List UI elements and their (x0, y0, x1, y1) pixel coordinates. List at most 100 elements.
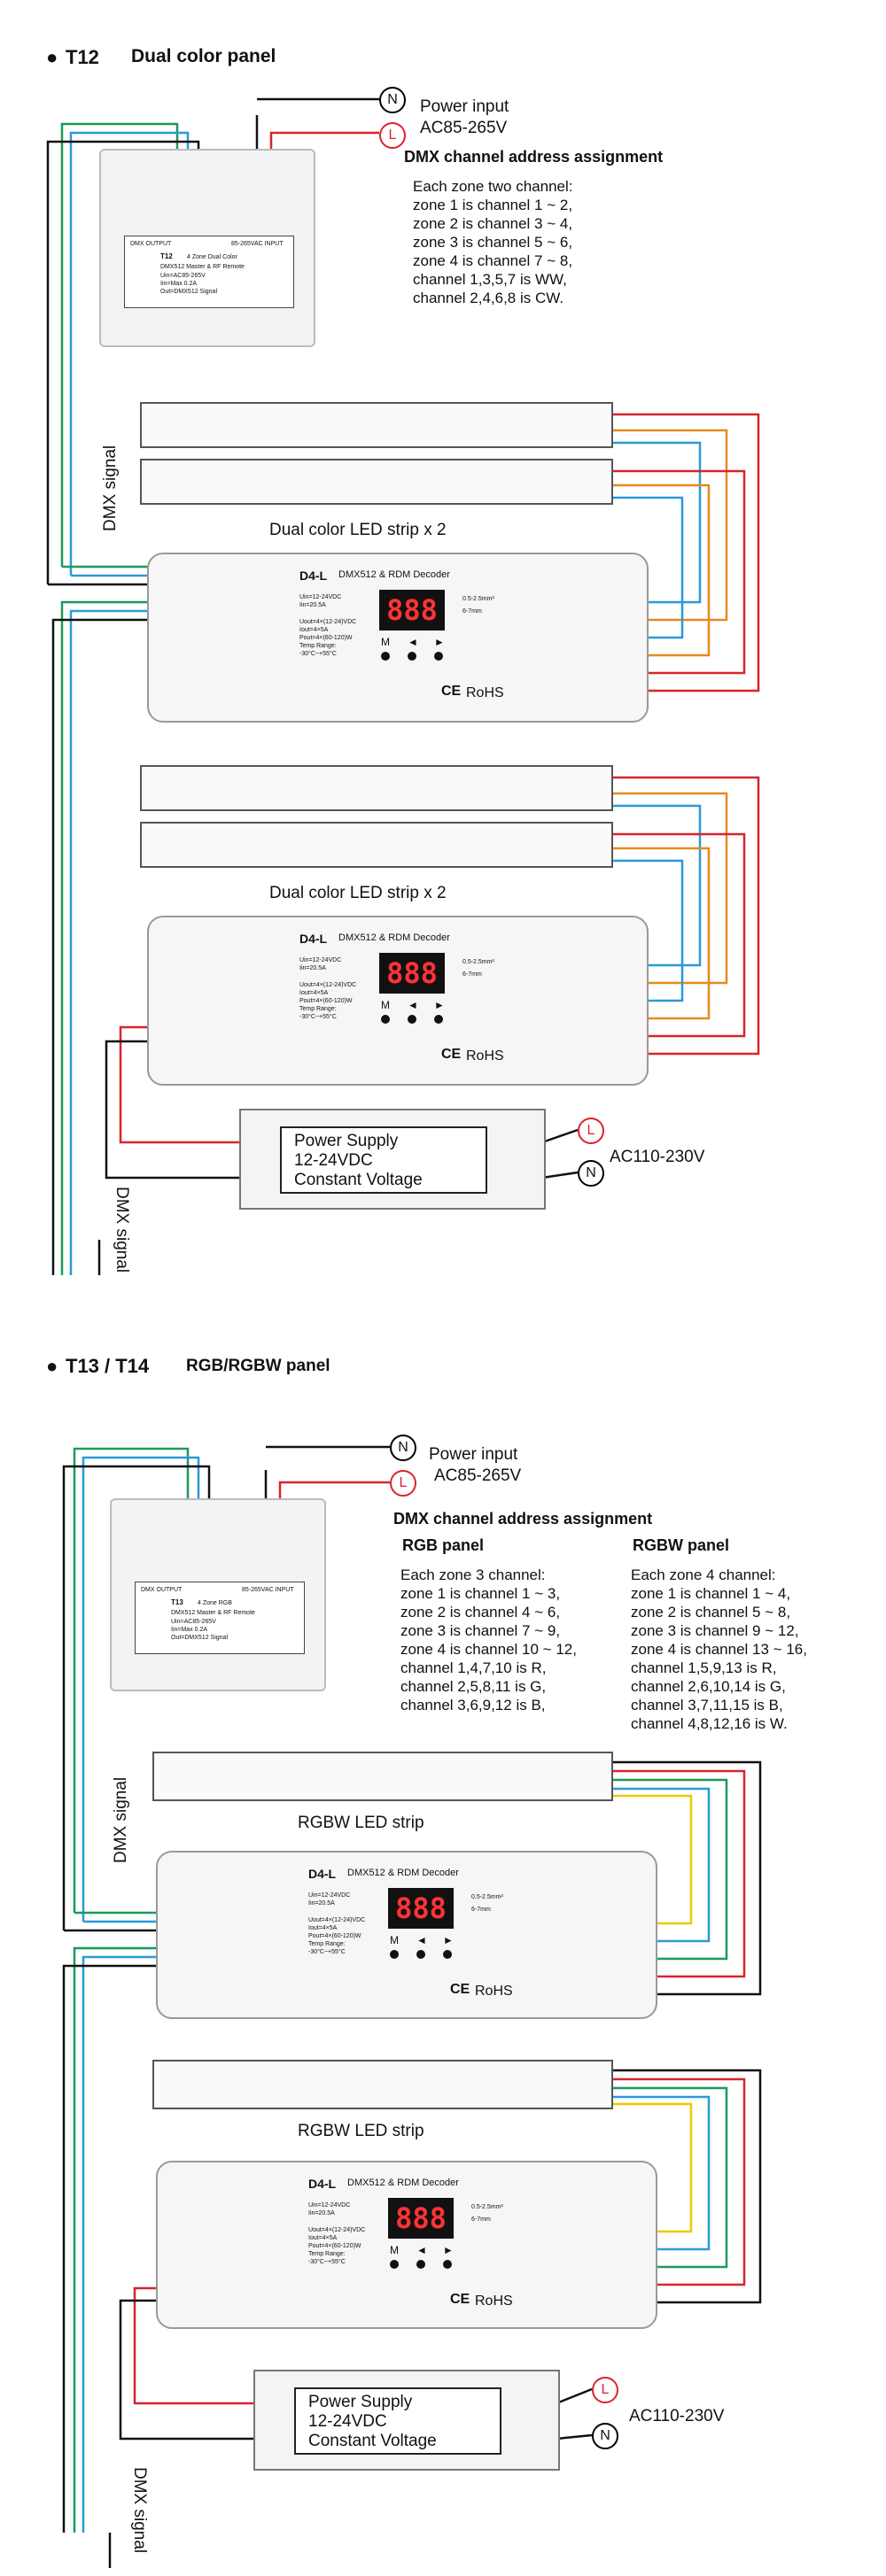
output-wire (585, 847, 711, 1020)
led-strip (140, 765, 613, 811)
output-wire (592, 1769, 746, 1978)
panel-spec-text: Uin=AC85-265V (171, 1619, 216, 1625)
decoder-spec: Pout=4×(60-120)W (308, 1933, 361, 1939)
ac-wire (541, 1128, 579, 1144)
power-supply-label-box: Power Supply 12-24VDC Constant Voltage (280, 1126, 487, 1194)
decoder-spec: Temp Range: (308, 2251, 346, 2257)
ce-mark: CE (450, 1982, 470, 1997)
decoder-spec: Uout=4×(12-24)VDC (308, 2227, 366, 2233)
assignment-line: zone 2 is channel 4 ~ 6, (400, 1604, 561, 1621)
left-button-label: ◄ (416, 2244, 427, 2256)
wire-gauge-text: 0.5-2.5mm² (462, 959, 494, 965)
panel-model-text: T13 (171, 1598, 183, 1606)
decoder-model: D4-L (299, 569, 328, 583)
t12-wall-panel: DMX OUTPUT 85-265VAC INPUT T12 4 Zone Du… (99, 149, 315, 347)
decoder-spec: Uout=4×(12-24)VDC (299, 982, 357, 988)
right-button[interactable] (443, 1950, 452, 1959)
mode-button[interactable] (381, 652, 390, 661)
strip-length-text: 6-7mm (471, 1907, 491, 1913)
mode-button[interactable] (390, 1950, 399, 1959)
ac-voltage-label: AC110-230V (610, 1148, 705, 1166)
strip-length-text: 6-7mm (462, 608, 482, 615)
right-button-label: ► (443, 2244, 454, 2256)
assignment-line: zone 1 is channel 1 ~ 4, (631, 1585, 791, 1602)
segment-display: 888 (388, 2198, 454, 2239)
led-strip (140, 459, 613, 505)
psu-line: Power Supply (294, 1132, 399, 1150)
output-wire (585, 483, 711, 657)
panel-sub-text: DMX512 Master & RF Remote (160, 264, 245, 270)
panel-label-plate: DMX OUTPUT 85-265VAC INPUT T12 4 Zone Du… (124, 236, 294, 308)
wire-gauge-text: 0.5-2.5mm² (462, 596, 494, 602)
mode-button[interactable] (381, 1015, 390, 1024)
left-button[interactable] (416, 1950, 425, 1959)
assignment-line: zone 2 is channel 3 ~ 4, (413, 215, 573, 232)
power-supply: Power Supply 12-24VDC Constant Voltage (253, 2370, 560, 2471)
decoder-spec: Iin=20.5A (308, 2210, 335, 2216)
right-button[interactable] (443, 2260, 452, 2269)
dmx-signal-label: DMX signal (112, 1776, 130, 1863)
assignment-line: zone 3 is channel 9 ~ 12, (631, 1622, 799, 1639)
decoder-spec: Iout=4×5A (308, 2235, 338, 2241)
assignment-line: channel 2,5,8,11 is G, (400, 1678, 547, 1695)
neutral-terminal-label: N (379, 87, 406, 113)
assignment-line: Each zone 4 channel: (631, 1566, 776, 1583)
decoder-spec: Iout=4×5A (299, 990, 329, 996)
decoder-spec: Uin=12-24VDC (308, 2202, 351, 2209)
output-wire (592, 2069, 762, 2304)
decoder-spec: Uin=12-24VDC (299, 957, 342, 963)
decoder-spec: Temp Range: (308, 1941, 346, 1947)
mode-button-label: M (381, 999, 390, 1011)
t12-assignment-list: Each zone two channel: zone 1 is channel… (413, 177, 573, 307)
assignment-line: channel 1,3,5,7 is WW, (413, 271, 567, 288)
live-terminal-label: L (592, 2377, 618, 2403)
output-wire (585, 413, 760, 692)
assignment-line: channel 1,4,7,10 is R, (400, 1659, 547, 1676)
right-button[interactable] (434, 652, 443, 661)
left-button[interactable] (416, 2260, 425, 2269)
output-wire (585, 429, 728, 622)
assignment-line: zone 3 is channel 5 ~ 6, (413, 234, 573, 251)
decoder-spec: -30°C~+55°C (308, 2259, 346, 2265)
decoder-module: D4-L DMX512 & RDM Decoder Uin=12-24VDC I… (147, 553, 649, 723)
section-subtitle-t12: Dual color panel (131, 46, 276, 66)
mode-button-label: M (381, 636, 390, 648)
led-strip (140, 822, 613, 868)
decoder-spec: Pout=4×(60-120)W (299, 635, 353, 641)
power-supply: Power Supply 12-24VDC Constant Voltage (239, 1109, 546, 1210)
section-bullet: ● (46, 46, 58, 68)
rohs-mark: RoHS (466, 1048, 504, 1064)
neutral-terminal-label: N (592, 2423, 618, 2449)
output-wire (592, 1787, 711, 1943)
panel-input-text: 85-265VAC INPUT (242, 1587, 294, 1593)
panel-input-text: 85-265VAC INPUT (231, 241, 284, 247)
decoder-spec: Uout=4×(12-24)VDC (299, 619, 357, 625)
decoder-model: D4-L (299, 932, 328, 946)
ce-mark: CE (441, 684, 462, 699)
rgbw-assignment-list: Each zone 4 channel: zone 1 is channel 1… (631, 1566, 807, 1733)
power-input-label: Power input (420, 97, 509, 116)
strip-length-text: 6-7mm (471, 2216, 491, 2223)
assignment-line: channel 3,6,9,12 is B, (400, 1697, 546, 1713)
output-wire (585, 792, 728, 985)
power-range-label: AC85-265V (434, 1466, 522, 1485)
assignment-line: zone 4 is channel 10 ~ 12, (400, 1641, 577, 1658)
right-button[interactable] (434, 1015, 443, 1024)
left-button[interactable] (408, 652, 416, 661)
assignment-line: zone 4 is channel 7 ~ 8, (413, 252, 573, 269)
decoder-spec: Uin=12-24VDC (299, 594, 342, 600)
rgb-panel-heading: RGB panel (402, 1536, 485, 1554)
assignment-line: Each zone 3 channel: (400, 1566, 546, 1583)
decoder-desc: DMX512 & RDM Decoder (347, 2178, 459, 2188)
rohs-mark: RoHS (475, 2294, 513, 2309)
left-button[interactable] (408, 1015, 416, 1024)
decoder-spec: -30°C~+55°C (299, 1014, 337, 1020)
panel-sub-text: DMX512 Master & RF Remote (171, 1610, 255, 1616)
decoder-spec: Iout=4×5A (299, 627, 329, 633)
mode-button[interactable] (390, 2260, 399, 2269)
led-strip (152, 1752, 613, 1801)
dmx-assignment-heading: DMX channel address assignment (404, 148, 664, 166)
ce-mark: CE (450, 2292, 470, 2307)
section-title-t13: T13 / T14 (66, 1355, 150, 1377)
section-title-t12: T12 (66, 46, 99, 68)
